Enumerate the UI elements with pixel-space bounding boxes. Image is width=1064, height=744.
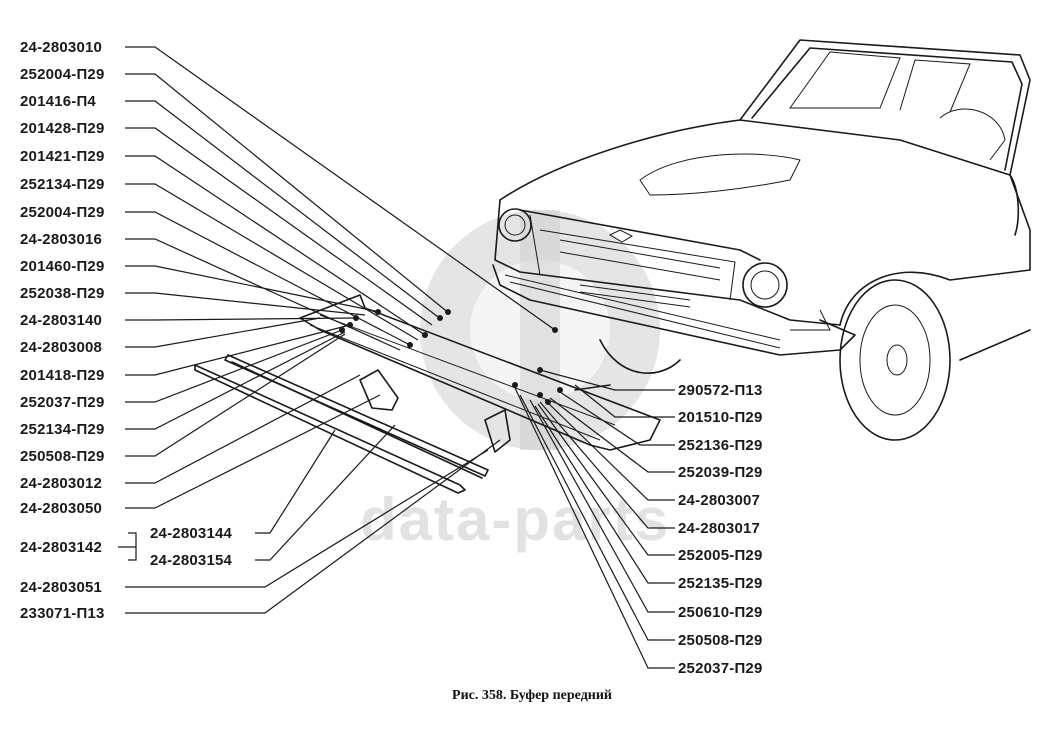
part-label: 201421-П29 xyxy=(20,148,105,165)
right-leader-lines xyxy=(514,369,675,669)
bracket-parent-label: 24-2803142 xyxy=(20,539,102,556)
part-label: 201418-П29 xyxy=(20,367,105,384)
part-label: 252134-П29 xyxy=(20,421,105,438)
right-labels: 290572-П13 201510-П29 252136-П29 252039-… xyxy=(678,382,763,677)
part-label: 24-2803007 xyxy=(678,492,760,509)
part-label: 252039-П29 xyxy=(678,464,763,481)
part-label: 24-2803012 xyxy=(20,475,102,492)
part-label: 290572-П13 xyxy=(678,382,763,399)
part-label: 252004-П29 xyxy=(20,66,105,83)
part-label: 252134-П29 xyxy=(20,176,105,193)
part-label: 252136-П29 xyxy=(678,437,763,454)
left-leader-lines xyxy=(118,46,556,614)
part-label: 24-2803010 xyxy=(20,39,102,56)
part-label: 252037-П29 xyxy=(678,660,763,677)
part-label: 252038-П29 xyxy=(20,285,105,302)
part-label: 250508-П29 xyxy=(678,632,763,649)
part-label: 24-2803017 xyxy=(678,520,760,537)
part-label: 233071-П13 xyxy=(20,605,105,622)
part-label: 252005-П29 xyxy=(678,547,763,564)
part-label: 24-2803008 xyxy=(20,339,102,356)
part-label: 252135-П29 xyxy=(678,575,763,592)
part-label: 252037-П29 xyxy=(20,394,105,411)
watermark-text: data-parts xyxy=(360,486,670,553)
part-label: 252004-П29 xyxy=(20,204,105,221)
part-label: 201428-П29 xyxy=(20,120,105,137)
figure-caption: Рис. 358. Буфер передний xyxy=(452,688,612,703)
part-label: 201510-П29 xyxy=(678,409,763,426)
exploded-parts xyxy=(194,294,661,494)
part-label: 250508-П29 xyxy=(20,448,105,465)
part-label: 24-2803016 xyxy=(20,231,102,248)
left-labels: 24-2803010 252004-П29 201416-П4 201428-П… xyxy=(20,39,233,622)
part-label: 24-2803140 xyxy=(20,312,102,329)
part-label: 201460-П29 xyxy=(20,258,105,275)
part-label: 24-2803050 xyxy=(20,500,102,517)
bracket-child-label: 24-2803154 xyxy=(150,552,233,569)
part-label: 201416-П4 xyxy=(20,93,96,110)
bracket-child-label: 24-2803144 xyxy=(150,525,233,542)
car-illustration xyxy=(492,39,1031,441)
part-label: 24-2803051 xyxy=(20,579,102,596)
part-label: 250610-П29 xyxy=(678,604,763,621)
